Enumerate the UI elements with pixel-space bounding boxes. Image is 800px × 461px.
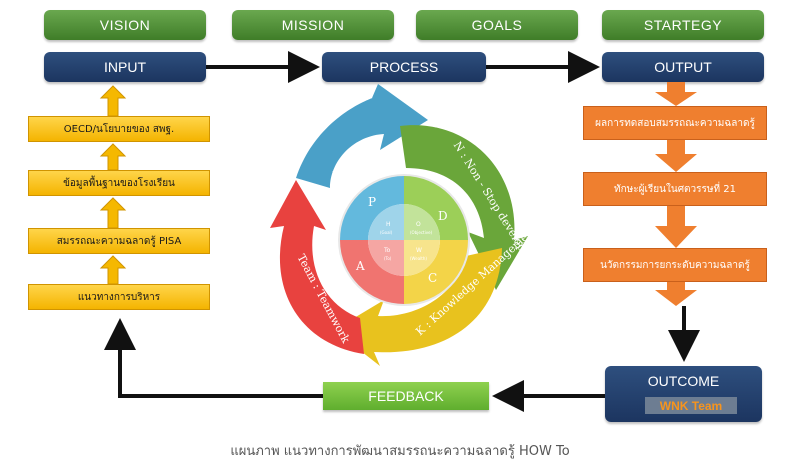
- input-item: แนวทางการบริหาร: [28, 284, 210, 310]
- output-box: OUTPUT: [602, 52, 764, 82]
- output-item: ผลการทดสอบสมรรถณะความฉลาดรู้: [583, 106, 767, 140]
- input-box: INPUT: [44, 52, 206, 82]
- input-item: ข้อมูลพื้นฐานของโรงเรียน: [28, 170, 210, 196]
- input-item: OECD/นโยบายของ สพฐ.: [28, 116, 210, 142]
- core-label: (Wealth): [410, 256, 427, 261]
- down-arrows: [655, 82, 697, 306]
- process-box: PROCESS: [322, 52, 486, 82]
- segment-team: [270, 180, 364, 354]
- feedback-box: FEEDBACK: [323, 382, 489, 410]
- goals-header: GOALS: [416, 10, 578, 40]
- letter-c: C: [428, 271, 437, 285]
- outcome-label: OUTCOME: [647, 373, 720, 389]
- core-label: O: [416, 221, 421, 228]
- mission-header: MISSION: [232, 10, 394, 40]
- core-label: (Objective): [410, 230, 433, 235]
- segment-non-stop: [400, 125, 528, 290]
- output-item: นวัตกรรมการยกระดับความฉลาดรู้: [583, 248, 767, 282]
- strategy-header: STARTEGY: [602, 10, 764, 40]
- letter-p: P: [368, 195, 376, 209]
- segment-knowledge: [334, 248, 502, 366]
- core-label: (Goal): [380, 230, 393, 235]
- input-item: สมรรถณะความฉลาดรู้ PISA: [28, 228, 210, 254]
- letter-d: D: [438, 209, 448, 223]
- core-label: To: [383, 247, 391, 254]
- core-label: (To): [384, 256, 392, 261]
- output-item: ทักษะผู้เรียนในศตวรรษที่ 21: [583, 172, 767, 206]
- up-arrows: [99, 85, 127, 285]
- outcome-box: OUTCOME WNK Team: [605, 366, 762, 422]
- cycle-diagram: [270, 84, 528, 366]
- core-label: H: [386, 221, 391, 228]
- vision-header: VISION: [44, 10, 206, 40]
- letter-a: A: [355, 259, 365, 273]
- connector-and-cycle-graphics: W : Win N : Non - Stop development K : K…: [99, 51, 700, 412]
- segment-win: [296, 84, 428, 188]
- team-label: WNK Team: [645, 397, 737, 414]
- arrow-feedback-input: [104, 318, 323, 398]
- core-label: W: [416, 247, 422, 254]
